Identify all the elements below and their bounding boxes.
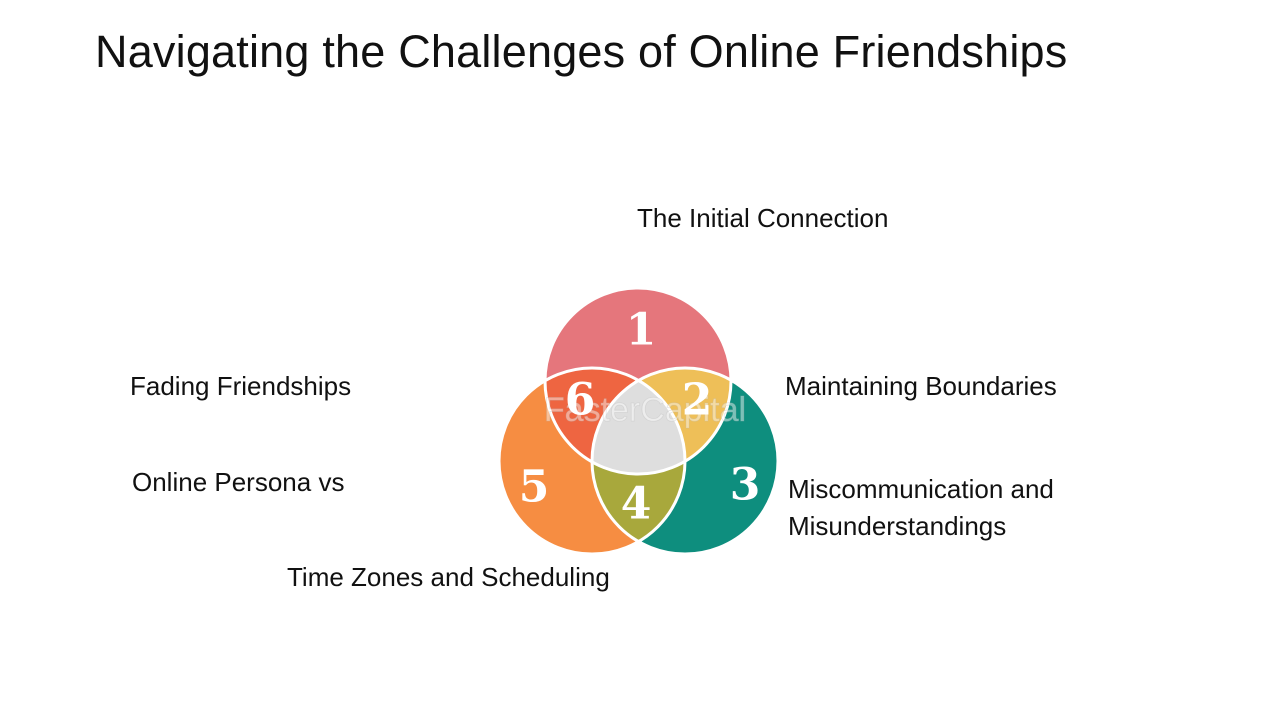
label-line: Maintaining Boundaries — [785, 371, 1057, 401]
label-maintaining-boundaries: Maintaining Boundaries — [785, 368, 1057, 405]
label-line: Online Persona vs — [132, 467, 345, 497]
label-fading-friendships: Fading Friendships — [130, 368, 351, 405]
number-4: 4 — [621, 479, 652, 530]
label-miscommunication: Miscommunication and Misunderstandings — [788, 471, 1054, 545]
label-line: Misunderstandings — [788, 511, 1007, 541]
label-line: Time Zones and Scheduling — [287, 562, 610, 592]
page-title: Navigating the Challenges of Online Frie… — [95, 26, 1068, 77]
number-2: 2 — [682, 375, 713, 426]
number-1: 1 — [626, 305, 657, 356]
label-line: Miscommunication and — [788, 474, 1054, 504]
label-line: Fading Friendships — [130, 371, 352, 401]
label-online-persona: Online Persona vs — [132, 464, 344, 501]
label-line: The Initial Connection — [637, 203, 889, 233]
watermark: FasterCapital — [544, 391, 746, 429]
number-5: 5 — [519, 462, 550, 513]
number-3: 3 — [730, 460, 761, 511]
label-initial-connection: The Initial Connection — [637, 200, 888, 237]
number-6: 6 — [565, 375, 596, 426]
label-time-zones: Time Zones and Scheduling — [287, 559, 610, 596]
